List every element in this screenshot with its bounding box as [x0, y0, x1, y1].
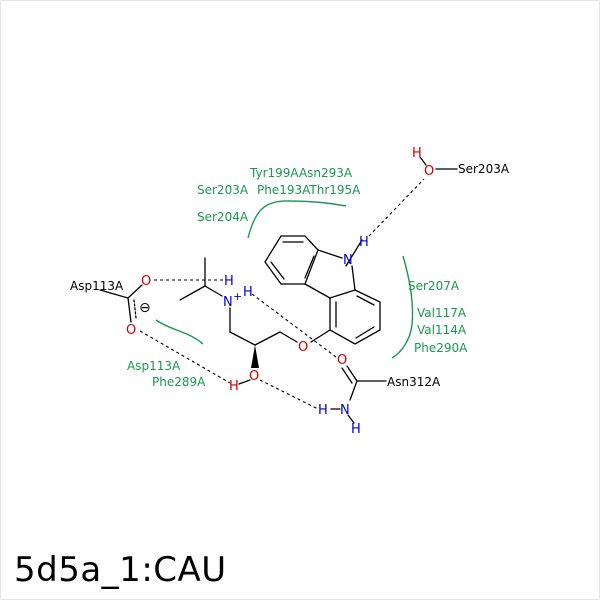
stereo-wedge: [251, 345, 259, 368]
atom-h-carbazole: H: [359, 235, 369, 250]
bond-n-ch: [204, 285, 223, 297]
bond-o-ch2: [279, 331, 298, 343]
atom-o-hydroxyl: O: [249, 369, 259, 384]
bond-asp-c-o2: [127, 297, 132, 323]
bond-ch-ch2: [229, 331, 256, 346]
atom-o-asp2: O: [126, 323, 136, 338]
atom-minus-charge: ⊖: [139, 300, 151, 316]
hydrophobic-arc-left: [155, 319, 204, 345]
hydrophobic-arc-top: [247, 200, 347, 239]
hydrophobic-arc-right: [391, 255, 414, 359]
figure-caption: 5d5a_1:CAU: [14, 550, 227, 590]
atom-h-hydroxyl: H: [229, 379, 239, 394]
hydrophobic-residue-labels: Tyr199AAsn293A Ser203A Phe193AThr195A Se…: [127, 166, 468, 389]
atom-o-asp1: O: [141, 274, 151, 289]
bond-5ring-mid: [329, 289, 356, 299]
label-phe290: Phe290A: [414, 341, 468, 355]
bond-water-o-h: [419, 156, 427, 166]
bond-asp-c-label: [99, 289, 129, 299]
label-asn312: Asn312A: [387, 375, 441, 389]
partner-labels: Ser203A Asp113A Asn312A: [70, 162, 510, 389]
hbond-oh-asn-n: [259, 379, 319, 410]
bond-asp-c-o1: [127, 284, 143, 299]
label-ser203-water: Ser203A: [458, 162, 510, 176]
hbond-o2-oh: [139, 330, 231, 384]
bond-c-n-left: [317, 249, 343, 259]
bond-lower-ring: [329, 289, 381, 345]
atom-h-asn2: H: [351, 422, 361, 437]
label-asp113: Asp113A: [70, 279, 124, 293]
atom-h-asn1: H: [318, 403, 328, 418]
bond-asn-c-o: [346, 365, 358, 382]
bond-asn-n-h2: [347, 414, 355, 424]
hydrogen-bonds: [139, 178, 425, 410]
hydrophobic-contacts: [155, 200, 414, 359]
atom-n-amine: N: [223, 295, 233, 310]
atom-h-water: H: [412, 146, 422, 161]
hbond-nh-water: [368, 178, 425, 237]
bond-asn-c-n: [349, 380, 358, 401]
bond-ring-o: [310, 329, 331, 343]
bond-asn-c-o-double: [341, 367, 353, 384]
bond-lower-ring-inner2: [355, 326, 375, 339]
bond-upper-ring: [264, 235, 319, 285]
label-tyr199-asn293: Tyr199AAsn293A: [249, 166, 353, 180]
covalent-bonds: [99, 156, 458, 424]
atom-o-water: O: [424, 164, 434, 179]
atom-labels: N H O O H N + H H O O ⊖ O H O N H H: [126, 146, 434, 437]
hbond-nh-asn-o: [251, 293, 337, 358]
label-val117: Val117A: [417, 306, 467, 320]
bond-n-h: [345, 239, 363, 267]
bond-upper-ring-inner2: [270, 261, 285, 280]
bond-oh-h: [238, 379, 251, 385]
bond-ch-me2: [179, 285, 206, 301]
atom-h-amine2: H: [243, 285, 253, 300]
label-phe289: Phe289A: [152, 375, 206, 389]
bond-5ring-bottom: [304, 283, 331, 299]
bond-n-c-right: [351, 265, 356, 291]
bond-upper-ring-inner3: [304, 255, 315, 279]
label-ser207: Ser207A: [408, 279, 460, 293]
atom-n-carbazole: N: [343, 253, 353, 268]
label-val114: Val114A: [417, 323, 467, 337]
atom-h-amine1: H: [224, 274, 234, 289]
label-phe193-thr195: Phe193AThr195A: [257, 183, 361, 197]
atom-o-ether: O: [298, 340, 308, 355]
label-asp113-green: Asp113A: [127, 359, 181, 373]
label-ser204: Ser204A: [197, 210, 249, 224]
label-ser203-top: Ser203A: [197, 183, 249, 197]
bond-ch2-ch: [254, 331, 281, 346]
atom-n-charge: +: [233, 290, 242, 303]
atom-o-asn: O: [337, 353, 347, 368]
atom-n-asn: N: [340, 403, 350, 418]
bond-asp-c-o2-double: [133, 299, 137, 319]
bond-lower-ring-inner1: [356, 295, 375, 306]
